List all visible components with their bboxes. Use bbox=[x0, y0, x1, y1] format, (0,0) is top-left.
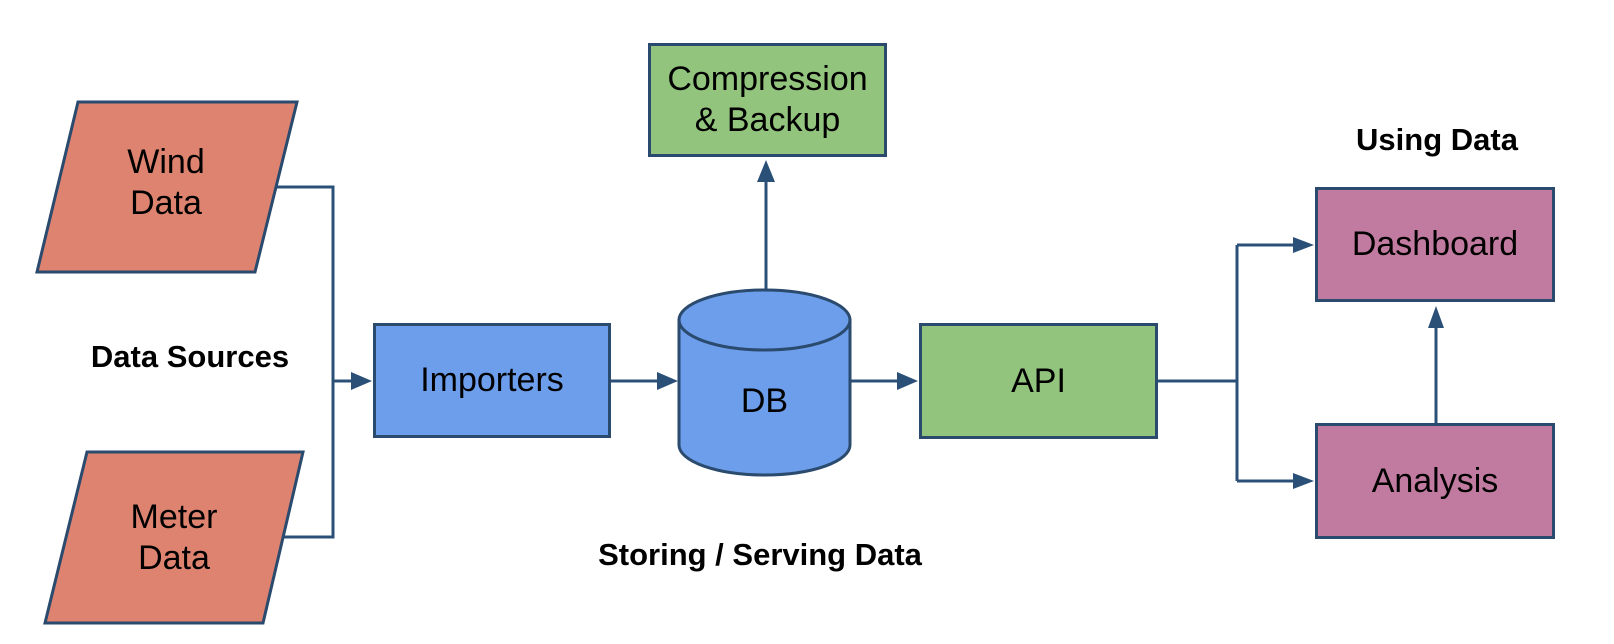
db-cylinder-shape bbox=[677, 288, 852, 477]
section-label-using-data: Using Data bbox=[1356, 122, 1518, 157]
arrowhead-into-db bbox=[657, 372, 678, 390]
node-importers: Importers bbox=[373, 323, 611, 438]
arrowhead-into-api bbox=[897, 372, 918, 390]
node-dashboard-label: Dashboard bbox=[1351, 225, 1519, 263]
arrowhead-into-dashboard bbox=[1293, 237, 1314, 253]
node-compression-backup-label-line1: Compression bbox=[667, 60, 868, 98]
node-analysis: Analysis bbox=[1315, 423, 1555, 539]
arrowhead-into-analysis bbox=[1293, 473, 1314, 489]
node-compression-backup: Compression & Backup bbox=[648, 43, 887, 157]
section-label-data-sources: Data Sources bbox=[90, 339, 290, 374]
db-cylinder-top bbox=[677, 288, 852, 352]
node-importers-label: Importers bbox=[420, 361, 564, 399]
arrowhead-analysis-into-dashboard bbox=[1428, 306, 1444, 328]
node-compression-backup-label-line2: & Backup bbox=[694, 101, 841, 139]
arrowhead-into-compression bbox=[757, 160, 775, 182]
edge-sources-trunk bbox=[276, 185, 335, 539]
edge-api-branch bbox=[1156, 243, 1294, 483]
section-label-storing-serving-data: Storing / Serving Data bbox=[598, 537, 922, 572]
node-api-label: API bbox=[1011, 361, 1066, 400]
db-cylinder-body bbox=[677, 318, 852, 477]
meter-data-shape bbox=[43, 450, 305, 625]
node-dashboard: Dashboard bbox=[1315, 187, 1555, 302]
node-analysis-label: Analysis bbox=[1371, 461, 1499, 500]
wind-data-shape bbox=[35, 100, 299, 274]
node-api: API bbox=[919, 323, 1158, 439]
arrowhead-into-importers bbox=[351, 372, 372, 390]
